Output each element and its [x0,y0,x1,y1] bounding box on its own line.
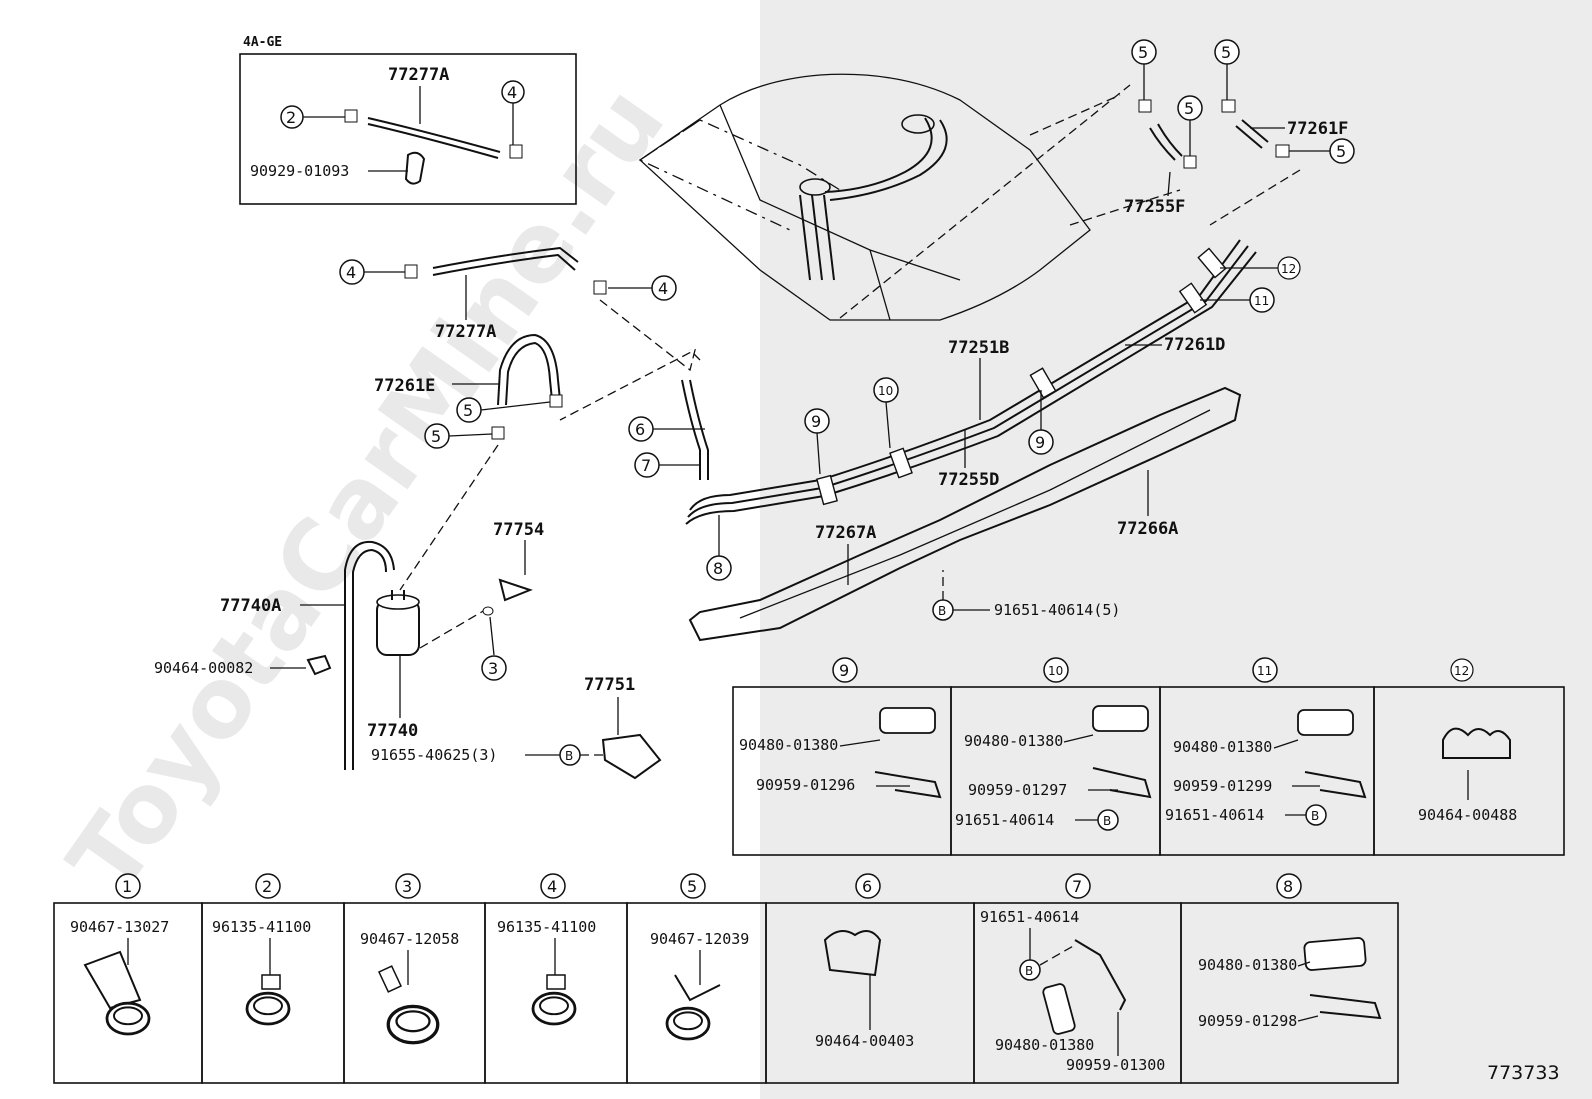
part-label: 90959-01298 [1198,1012,1297,1030]
pipe-77261D-label: 77261D [1164,335,1225,355]
engine-variant-label: 4A-GE [243,35,282,50]
panel-number: 8 [1283,877,1293,896]
engine-variant-box: 4A-GE 77277A 2 4 90929-01093 [239,35,577,205]
callout-number: 5 [1336,142,1346,161]
callout-number: 5 [1138,43,1148,62]
pipe-77251B-label: 77251B [948,338,1009,358]
protector-77267A-label: 77267A [815,523,876,543]
callout-number: 4 [507,83,517,102]
part-label: 91651-40614 [980,908,1079,926]
clip-icon [344,109,358,123]
protector-77266A-label: 77266A [1117,519,1178,539]
hose-77255F-label: 77255F [1124,197,1185,217]
panel-number: 11 [1257,664,1272,678]
part-label: 91651-40614 [955,811,1054,829]
bottom-panels: 1 90467-13027 2 96135-41100 3 90467-1205… [53,873,1399,1084]
panel-number: 2 [262,877,272,896]
bracket-77751-label: 77751 [584,675,635,695]
callout-number: B [565,749,573,763]
callout-number: 5 [1184,99,1194,118]
callout-number: 7 [641,456,651,475]
panel-number: 6 [862,877,872,896]
part-label: 91651-40614 [1165,806,1264,824]
callout-number: 2 [286,108,296,127]
engine-hose-shape [367,117,501,153]
callout-number: 6 [635,420,645,439]
hose-77261F-label: 77261F [1287,119,1348,139]
engine-variant-frame [239,53,577,205]
engine-hose-label: 77277A [388,65,449,85]
callout-number: 4 [346,263,356,282]
callout-number: 5 [463,401,473,420]
callout-number: 10 [878,384,893,398]
callout-number: 4 [658,279,668,298]
callout-number: B [938,604,946,618]
part-label: 90959-01299 [1173,777,1272,795]
panel-number: 5 [687,877,697,896]
part-label: 90467-12039 [650,930,749,948]
part-label: 96135-41100 [212,918,311,936]
hose-77277A-label: 77277A [435,322,496,342]
part-label: 90467-13027 [70,918,169,936]
hose-77754-label: 77754 [493,520,544,540]
diagram-reference: 773733 [1487,1062,1560,1084]
callout-number: B [1103,814,1111,828]
bracket-icon [601,733,662,780]
callout-number: 3 [488,659,498,678]
pipe-77255D-label: 77255D [938,470,999,490]
clip-90464-00082-label: 90464-00082 [154,659,253,677]
callout-number: 5 [431,427,441,446]
hose-77740A-label: 77740A [220,596,281,616]
hose-77261E-label: 77261E [374,376,435,396]
callout-number: 8 [713,559,723,578]
callout-number: 11 [1254,294,1269,308]
clip-icon [509,144,523,159]
callout-number: 9 [811,412,821,431]
callout-number: B [1025,964,1033,978]
panel-8-frame [1180,902,1399,1084]
panel-12-frame [1373,686,1565,856]
panel-number: 12 [1454,664,1469,678]
panel-number: 1 [122,877,132,896]
canister-label: 77740 [367,721,418,741]
canister-assembly: 4 4 77277A 77261E 5 5 77740A 77740 [154,246,696,780]
part-label: 90464-00403 [815,1032,914,1050]
panel-number: 9 [839,661,849,680]
watermark-text: ToyotaCarMine.ru [47,67,686,913]
panel-number: 7 [1072,877,1082,896]
panel-number: 4 [547,877,557,896]
clamp-icon [404,151,426,185]
mid-panels: 9 90480-01380 90959-01296 10 90480-01380… [732,657,1565,856]
part-label: 96135-41100 [497,918,596,936]
part-label: 90480-01380 [1173,738,1272,756]
vehicle-outline [638,73,1181,321]
rear-hoses: 5 5 77255F 5 77261F 5 [1124,39,1355,226]
part-label: 90959-01296 [756,776,855,794]
callout-number: 12 [1281,262,1296,276]
gray-background-panel [760,0,1592,1099]
part-label: 90480-01380 [739,736,838,754]
part-label: 90480-01380 [964,732,1063,750]
callout-number: 9 [1035,433,1045,452]
panel-number: 10 [1048,664,1063,678]
callout-number: B [1311,809,1319,823]
part-label: 90464-00488 [1418,806,1517,824]
part-label: 90959-01297 [968,781,1067,799]
part-label: 90480-01380 [1198,956,1297,974]
pipe-protectors: 77267A 77266A B 91651-40614(5) [688,386,1242,642]
bolt-91651-label: 91651-40614(5) [994,601,1120,619]
fuel-pipe-assembly: 77251B 77261D 77255D 12 11 9 10 9 6 7 8 [628,239,1301,581]
part-label: 90467-12058 [360,930,459,948]
part-label: 90480-01380 [995,1036,1094,1054]
panel-number: 3 [402,877,412,896]
engine-clamp-label: 90929-01093 [250,162,349,180]
callout-number: 5 [1221,43,1231,62]
bolt-77751-label: 91655-40625(3) [371,746,497,764]
part-label: 90959-01300 [1066,1056,1165,1074]
